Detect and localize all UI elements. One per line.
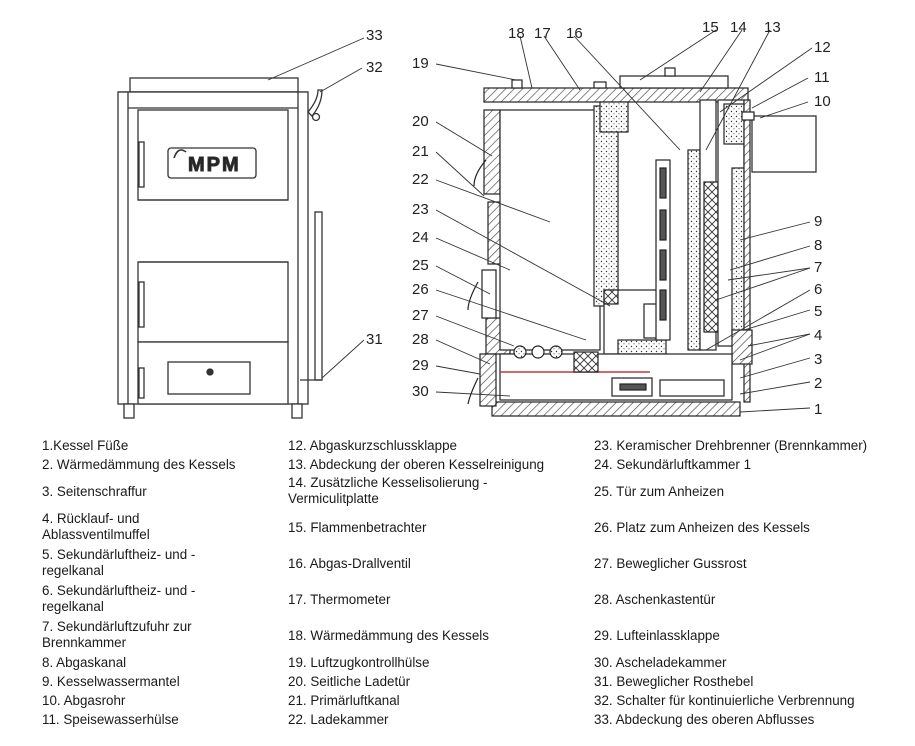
side-door-upper bbox=[483, 109, 501, 195]
front-leg-right bbox=[291, 403, 303, 419]
legend-item-1: 1.Kessel Füße bbox=[42, 438, 129, 453]
legend-item-10: 10. Abgasrohr bbox=[42, 693, 126, 708]
callout-32: 32 bbox=[366, 59, 383, 76]
front-handle-middle bbox=[138, 281, 145, 328]
front-handle-lower bbox=[138, 367, 145, 399]
callout-30: 30 bbox=[412, 383, 429, 400]
legend-item-15: 15. Flammenbetrachter bbox=[288, 520, 427, 535]
callout-16: 16 bbox=[566, 25, 583, 42]
legend-item-31: 31. Beweglicher Rosthebel bbox=[594, 674, 754, 689]
legend-item-11: 11. Speisewasserhülse bbox=[42, 712, 179, 727]
legend-item-24: 24. Sekundärluftkammer 1 bbox=[594, 457, 752, 472]
front-ash-opening bbox=[167, 361, 251, 395]
logo-plate bbox=[167, 147, 257, 179]
callout-27: 27 bbox=[412, 307, 429, 324]
callout-10: 10 bbox=[814, 93, 831, 110]
callout-21: 21 bbox=[412, 143, 429, 160]
sleeve-19 bbox=[511, 79, 523, 89]
legend-item-14: 14. Zusätzliche Kesselisolierung - Vermi… bbox=[288, 475, 488, 506]
callout-14: 14 bbox=[730, 19, 747, 36]
legend-item-32: 32. Schalter für kontinuierliche Verbren… bbox=[594, 693, 855, 708]
callout-23: 23 bbox=[412, 201, 429, 218]
loading-chamber bbox=[499, 109, 601, 351]
top-knob bbox=[664, 67, 676, 77]
legend-item-25: 25. Tür zum Anheizen bbox=[594, 484, 725, 499]
legend-item-17: 17. Thermometer bbox=[288, 592, 391, 607]
vermiculite bbox=[599, 101, 629, 133]
thermometer-box bbox=[593, 81, 607, 89]
legend-item-9: 9. Kesselwassermantel bbox=[42, 674, 180, 689]
callout-25: 25 bbox=[412, 257, 429, 274]
legend-item-27: 27. Beweglicher Gussrost bbox=[594, 556, 747, 571]
callout-5: 5 bbox=[814, 303, 822, 320]
callout-13: 13 bbox=[764, 19, 781, 36]
legend-item-22: 22. Ladekammer bbox=[288, 712, 389, 727]
return-muff bbox=[731, 329, 753, 365]
callout-18: 18 bbox=[508, 25, 525, 42]
callout-31: 31 bbox=[366, 331, 383, 348]
callout-6: 6 bbox=[814, 281, 822, 298]
callout-2: 2 bbox=[814, 375, 822, 392]
legend-item-4: 4. Rücklauf- und Ablassventilmuffel bbox=[42, 511, 150, 542]
ash-door bbox=[479, 353, 497, 407]
base-plate bbox=[491, 401, 741, 417]
legend-item-23: 23. Keramischer Drehbrenner (Brennkammer… bbox=[594, 438, 868, 453]
front-logo-text: MPM bbox=[188, 154, 241, 176]
exhaust-pipe bbox=[751, 115, 817, 173]
legend-item-18: 18. Wärmedämmung des Kessels bbox=[288, 628, 489, 643]
leader-lines bbox=[267, 29, 813, 413]
callout-28: 28 bbox=[412, 331, 429, 348]
callout-8: 8 bbox=[814, 237, 822, 254]
legend-item-8: 8. Abgaskanal bbox=[42, 655, 127, 670]
boiler-diagram: MPM bbox=[117, 19, 831, 419]
callout-22: 22 bbox=[412, 171, 429, 188]
legend-item-7: 7. Sekundärluftzufuhr zur Brennkammer bbox=[42, 619, 192, 650]
legend-item-2: 2. Wärmedämmung des Kessels bbox=[42, 457, 236, 472]
section-view bbox=[467, 67, 817, 417]
front-middle-door bbox=[137, 261, 289, 343]
legend-item-26: 26. Platz zum Anheizen des Kessels bbox=[594, 520, 810, 535]
callout-33: 33 bbox=[366, 27, 383, 44]
legend-item-30: 30. Ascheladekammer bbox=[594, 655, 727, 670]
legend-item-3: 3. Seitenschraffur bbox=[42, 484, 147, 499]
legend-item-6: 6. Sekundärluftheiz- und -regelkanal bbox=[42, 583, 196, 614]
front-leg-left bbox=[123, 403, 135, 419]
front-view bbox=[117, 77, 323, 419]
callout-7: 7 bbox=[814, 259, 822, 276]
callout-29: 29 bbox=[412, 357, 429, 374]
callout-24: 24 bbox=[412, 229, 429, 246]
callout-3: 3 bbox=[814, 351, 822, 368]
ceramic-wall bbox=[593, 105, 619, 307]
callout-11: 11 bbox=[814, 69, 830, 86]
callout-4: 4 bbox=[814, 327, 822, 344]
callout-numbers: 33 32 31 19 18 17 16 15 14 13 12 11 10 9… bbox=[366, 19, 831, 418]
callout-15: 15 bbox=[702, 19, 719, 36]
legend-item-13: 13. Abdeckung der oberen Kesselreinigung bbox=[288, 457, 545, 472]
legend-item-19: 19. Luftzugkontrollhülse bbox=[288, 655, 430, 670]
callout-26: 26 bbox=[412, 281, 429, 298]
legend-item-21: 21. Primärluftkanal bbox=[288, 693, 400, 708]
callout-17: 17 bbox=[534, 25, 551, 42]
legend-item-33: 33. Abdeckung des oberen Abflusses bbox=[594, 712, 815, 727]
callout-19: 19 bbox=[412, 55, 429, 72]
legend-item-12: 12. Abgaskurzschlussklappe bbox=[288, 438, 457, 453]
front-handle-upper bbox=[138, 141, 145, 188]
legend-item-5: 5. Sekundärluftheiz- und -regelkanal bbox=[42, 547, 196, 578]
right-insulation bbox=[743, 99, 751, 403]
rost-lever bbox=[314, 211, 323, 381]
callout-9: 9 bbox=[814, 213, 822, 230]
callout-12: 12 bbox=[814, 39, 831, 56]
top-cover bbox=[619, 75, 729, 89]
callout-20: 20 bbox=[412, 113, 429, 130]
legend-item-20: 20. Seitliche Ladetür bbox=[288, 674, 411, 689]
front-top-cover bbox=[129, 77, 299, 93]
mid-column bbox=[687, 149, 701, 351]
callout-1: 1 bbox=[814, 401, 822, 418]
legend-item-28: 28. Aschenkastentür bbox=[594, 592, 716, 607]
legend-item-29: 29. Lufteinlassklappe bbox=[594, 628, 720, 643]
legend-item-16: 16. Abgas-Drallventil bbox=[288, 556, 411, 571]
